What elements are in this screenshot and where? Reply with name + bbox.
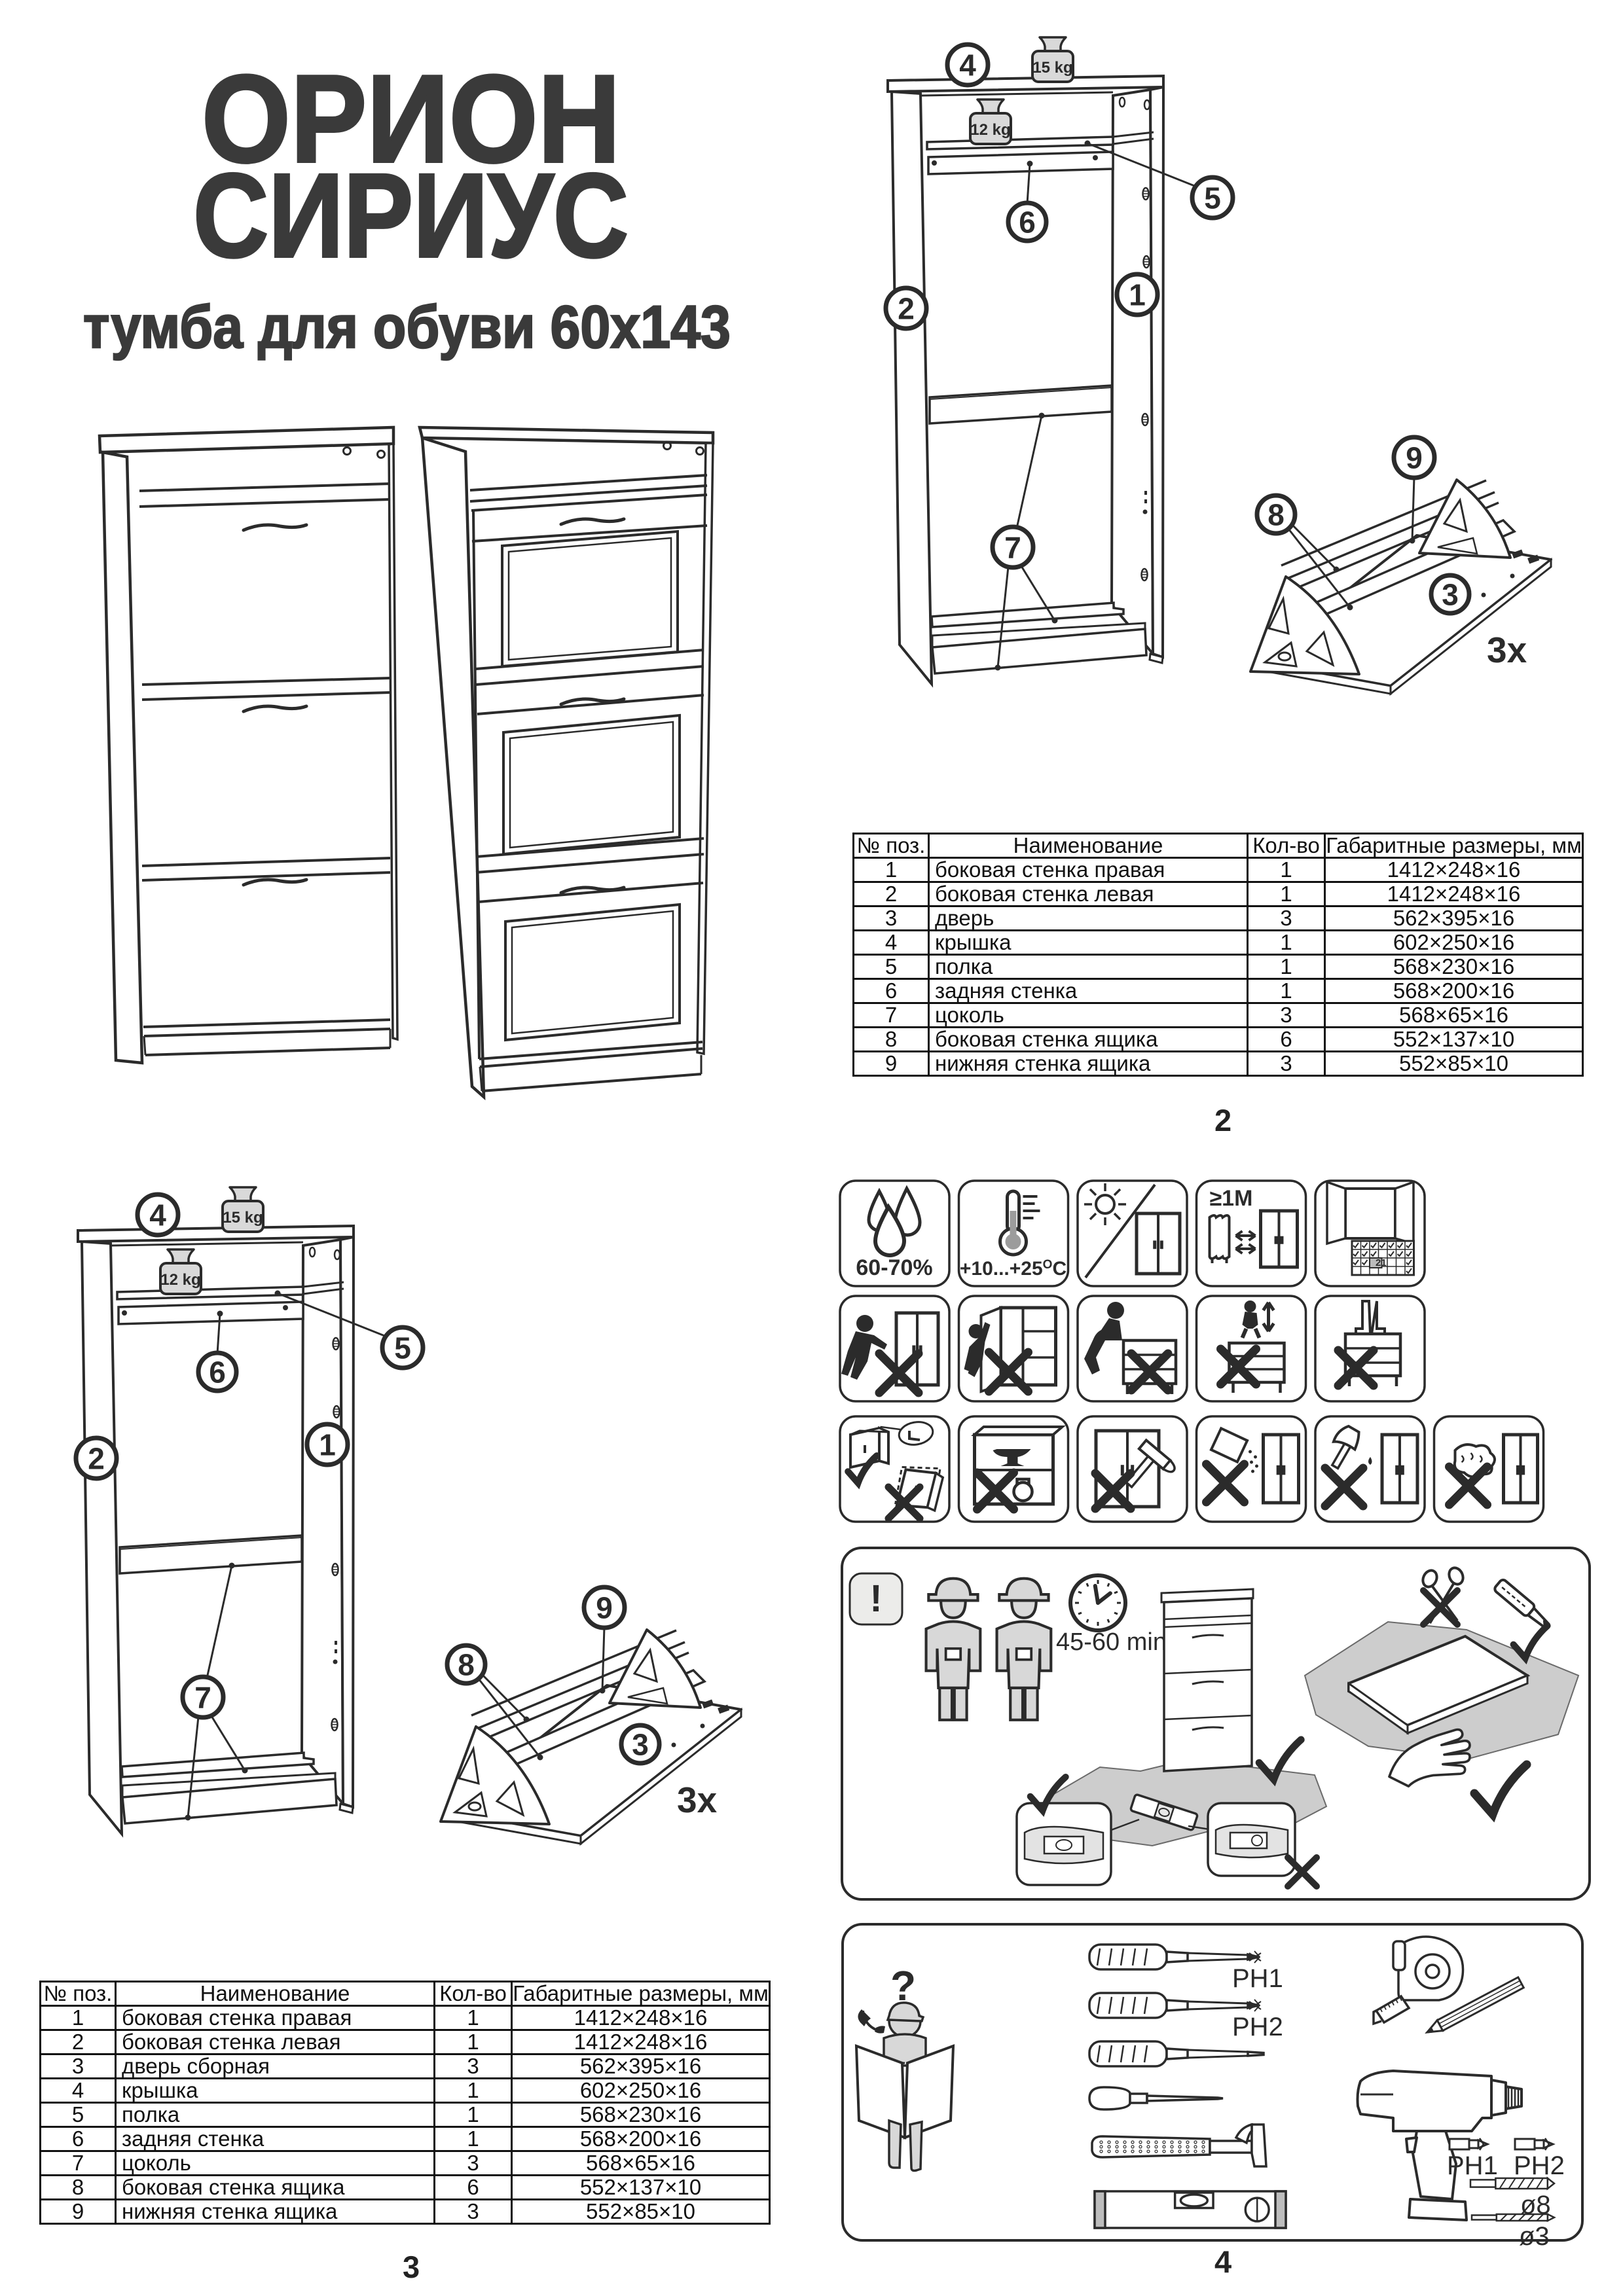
svg-text:!: !	[869, 1577, 882, 1620]
svg-text:PH1: PH1	[1232, 1964, 1283, 1993]
svg-text:1: 1	[1129, 278, 1146, 312]
svg-text:3x: 3x	[1487, 630, 1527, 670]
svg-text:≥1М: ≥1М	[1210, 1186, 1253, 1211]
svg-text:60-70%: 60-70%	[856, 1255, 932, 1280]
svg-text:8: 8	[1267, 498, 1285, 532]
svg-text:45-60 min: 45-60 min	[1056, 1628, 1167, 1656]
svg-text:5: 5	[1204, 181, 1221, 215]
svg-text:6: 6	[1019, 206, 1036, 240]
svg-text:4: 4	[959, 48, 976, 82]
svg-text:15 kg: 15 kg	[1032, 59, 1072, 77]
svg-text:?: ?	[890, 1962, 916, 2009]
svg-text:3: 3	[1442, 578, 1459, 612]
svg-text:12 kg: 12 kg	[970, 121, 1010, 139]
svg-text:PH2: PH2	[1514, 2151, 1565, 2180]
svg-text:21: 21	[1376, 1257, 1387, 1268]
svg-text:7: 7	[1004, 531, 1021, 565]
svg-text:9: 9	[1406, 441, 1423, 475]
svg-text:2: 2	[898, 292, 915, 326]
svg-text:PH1: PH1	[1447, 2151, 1498, 2180]
svg-text:ø3: ø3	[1519, 2222, 1550, 2251]
svg-text:PH2: PH2	[1232, 2013, 1283, 2041]
